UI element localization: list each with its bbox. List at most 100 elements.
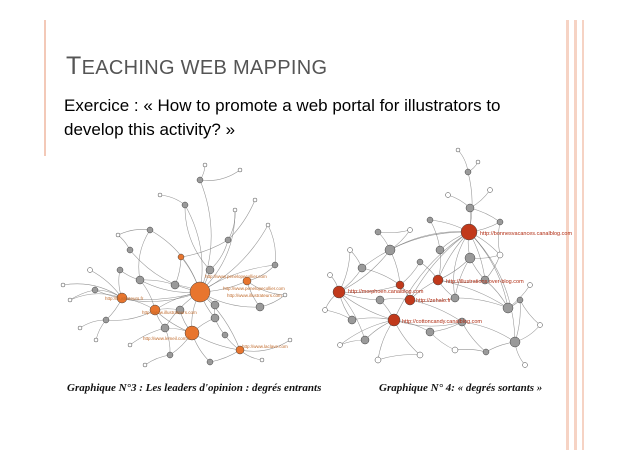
g1-edge bbox=[180, 239, 229, 258]
g1-node bbox=[221, 331, 229, 339]
slide-subtitle: Exercice : « How to promote a web portal… bbox=[64, 96, 501, 139]
g1-node bbox=[115, 232, 121, 238]
g1-node bbox=[265, 222, 271, 228]
g2-node bbox=[464, 252, 476, 264]
g2-edge bbox=[377, 319, 395, 361]
g1-node-label: http://illustrateurs.fr bbox=[105, 296, 144, 301]
g2-node-label: http://morphoen.canalblog.com bbox=[348, 289, 424, 295]
g1-edge bbox=[209, 349, 241, 363]
g1-edge bbox=[62, 283, 123, 299]
g1-node bbox=[77, 325, 83, 331]
g2-edge bbox=[468, 231, 516, 343]
g1-node bbox=[142, 362, 148, 368]
g2-node bbox=[347, 247, 353, 253]
g1-edge bbox=[159, 194, 186, 206]
g1-node bbox=[181, 201, 189, 209]
g1-node bbox=[127, 342, 133, 348]
g1-edge bbox=[184, 204, 203, 293]
g2-edge bbox=[454, 257, 471, 299]
g2-edge bbox=[377, 354, 421, 361]
g1-node bbox=[175, 305, 185, 315]
g2-node bbox=[451, 346, 459, 354]
g1-node bbox=[157, 192, 163, 198]
g1-edge bbox=[199, 179, 212, 293]
g2-node bbox=[457, 317, 467, 327]
g1-node bbox=[287, 337, 293, 343]
g2-node bbox=[455, 147, 461, 153]
g2-node-label: http://zehalo.fr bbox=[416, 298, 451, 304]
graph2-caption: Graphique N° 4: « degrés sortants » bbox=[379, 382, 543, 394]
g2-node bbox=[404, 294, 416, 306]
g2-edge bbox=[467, 171, 473, 233]
g2-node bbox=[387, 313, 401, 327]
g2-node bbox=[487, 187, 493, 193]
g2-edge bbox=[429, 331, 456, 351]
g1-node bbox=[282, 292, 288, 298]
g1-node bbox=[252, 197, 258, 203]
right-accent-stripe bbox=[566, 20, 569, 450]
g1-edge bbox=[138, 229, 151, 281]
g2-node-label: http://bonnesvacances.canalblog.com bbox=[480, 231, 572, 237]
g2-edge bbox=[338, 249, 391, 293]
g1-edge bbox=[199, 291, 241, 351]
g1-node bbox=[235, 345, 245, 355]
right-accent-stripe bbox=[582, 20, 584, 450]
g1-node-label: http://www.laclave.com bbox=[242, 344, 288, 349]
g1-node bbox=[116, 266, 124, 274]
g2-node bbox=[416, 351, 424, 359]
g1-node bbox=[237, 167, 243, 173]
g2-edge bbox=[409, 231, 470, 301]
g2-edge bbox=[484, 254, 501, 281]
g2-edge bbox=[393, 231, 470, 321]
g1-node bbox=[206, 358, 214, 366]
g1-edge bbox=[129, 249, 201, 293]
g2-node bbox=[482, 348, 490, 356]
g1-edge bbox=[117, 229, 151, 236]
g1-node bbox=[166, 351, 174, 359]
g2-node bbox=[426, 216, 434, 224]
g2-node bbox=[347, 315, 357, 325]
g1-edge bbox=[227, 199, 256, 241]
g1-edge bbox=[95, 319, 107, 341]
graph1-labels: http://www.penelopecollier.comhttp://www… bbox=[105, 274, 288, 349]
g1-edge bbox=[239, 339, 291, 352]
g2-node bbox=[416, 258, 424, 266]
graph1-edges bbox=[62, 164, 291, 366]
g2-edge bbox=[338, 249, 351, 293]
g1-node bbox=[184, 325, 200, 341]
g2-node bbox=[337, 342, 343, 348]
g2-node bbox=[496, 251, 504, 259]
slide-title-rest: EACHING WEB MAPPING bbox=[81, 57, 328, 79]
g2-node bbox=[435, 245, 445, 255]
g2-node bbox=[357, 263, 367, 273]
g2-node bbox=[395, 280, 405, 290]
graph2-nodes bbox=[322, 147, 543, 368]
g2-node bbox=[445, 192, 451, 198]
g1-node bbox=[60, 282, 66, 288]
g1-edge bbox=[144, 354, 171, 366]
g2-edge bbox=[399, 261, 421, 286]
g2-node-label: http://illustrations.over-blog.com bbox=[446, 279, 524, 285]
g1-node bbox=[160, 323, 170, 333]
g2-node bbox=[496, 218, 504, 226]
g2-node bbox=[502, 302, 514, 314]
g1-node bbox=[116, 292, 128, 304]
g2-edge bbox=[498, 221, 501, 256]
g2-edge bbox=[361, 267, 401, 286]
g2-node bbox=[374, 228, 382, 236]
g1-edge bbox=[209, 239, 229, 271]
g1-node bbox=[205, 265, 215, 275]
g1-node bbox=[210, 313, 220, 323]
g2-edge bbox=[469, 207, 501, 223]
g2-node bbox=[460, 223, 478, 241]
g2-node bbox=[480, 275, 490, 285]
g1-node-label: http://www.illustrateurs.com bbox=[227, 293, 282, 298]
g1-node bbox=[87, 267, 93, 273]
g1-node bbox=[255, 302, 265, 312]
g2-edge bbox=[514, 299, 521, 343]
g2-edge bbox=[437, 279, 509, 309]
graph1-caption: Graphique N°3 : Les leaders d'opinion : … bbox=[67, 382, 322, 394]
g2-edge bbox=[519, 299, 541, 326]
g1-node bbox=[135, 275, 145, 285]
